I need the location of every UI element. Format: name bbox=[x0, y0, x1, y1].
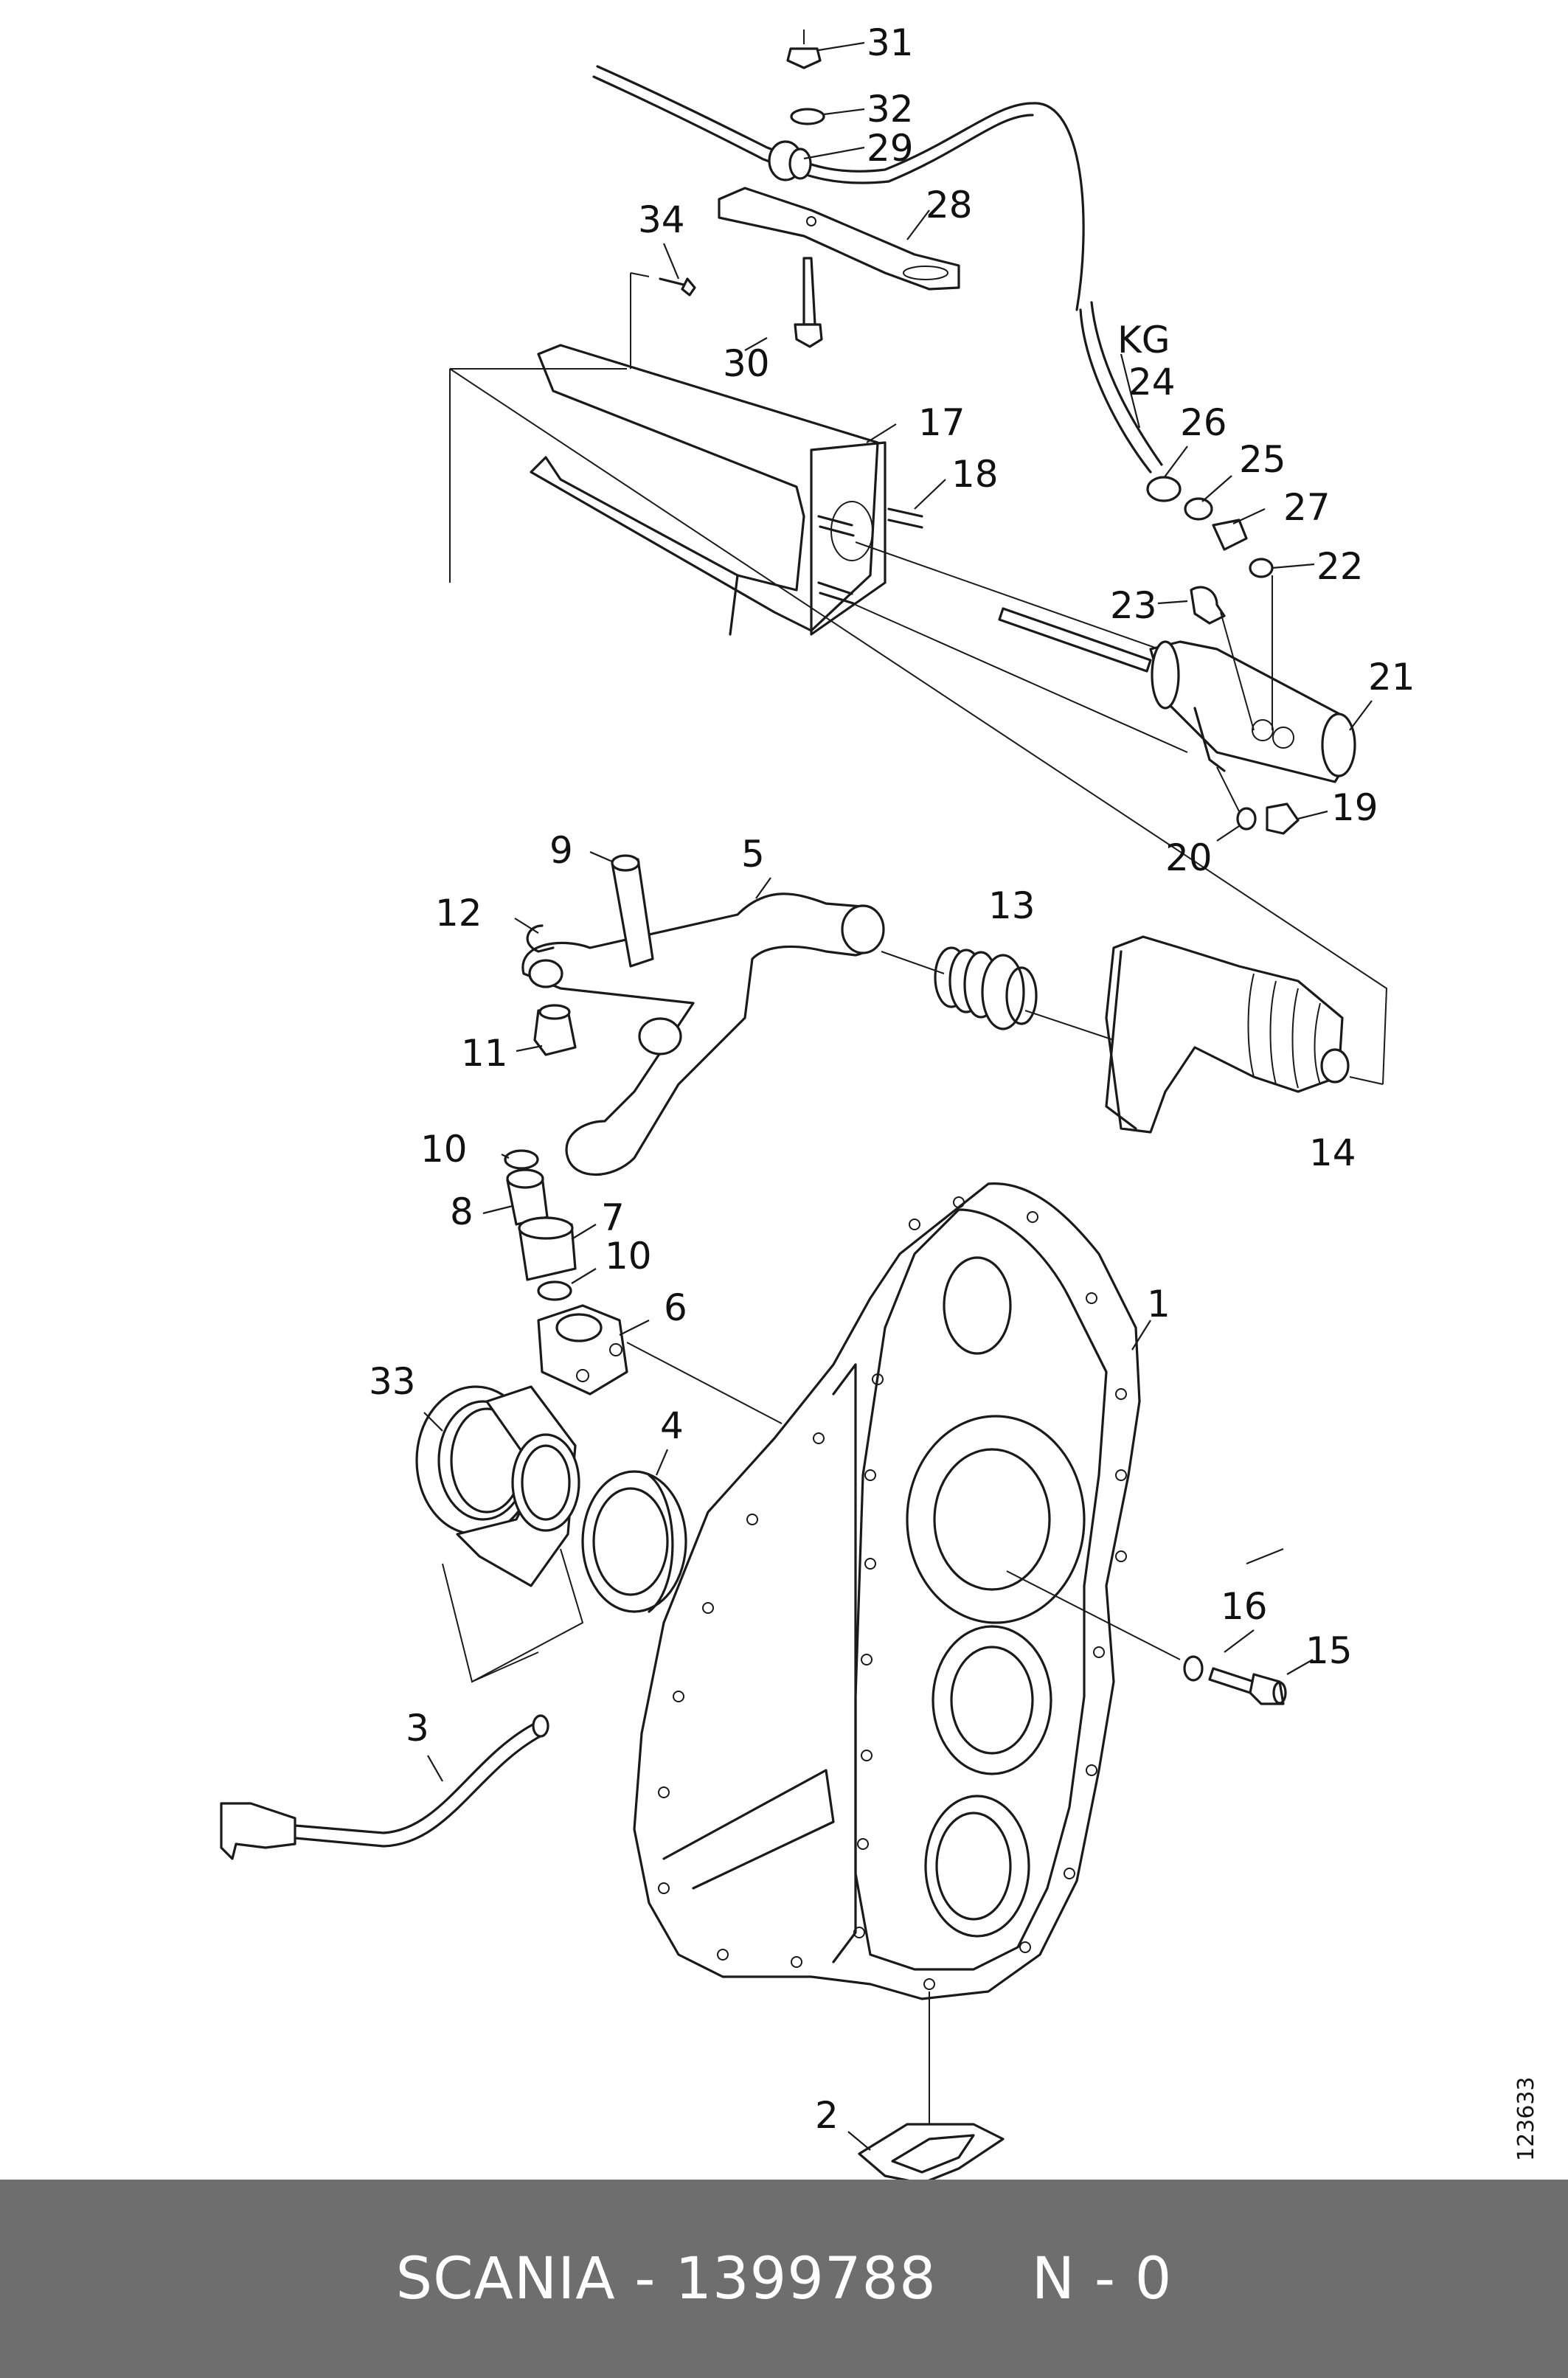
callout-7: 7 bbox=[601, 1196, 625, 1239]
fitting-25 bbox=[1184, 497, 1213, 521]
fitting-26 bbox=[1146, 476, 1182, 502]
o-ring-10-lower bbox=[537, 1280, 572, 1301]
washer-32 bbox=[790, 108, 825, 125]
callout-33: 33 bbox=[369, 1360, 416, 1403]
callout-25: 25 bbox=[1239, 438, 1286, 481]
support-6 bbox=[537, 1304, 628, 1396]
callout-27: 27 bbox=[1283, 486, 1331, 529]
callout-2: 2 bbox=[815, 2094, 839, 2137]
o-ring-10-upper bbox=[504, 1149, 539, 1170]
bracket-28 bbox=[718, 187, 960, 291]
callout-29: 29 bbox=[867, 127, 914, 170]
clip-2 bbox=[858, 2123, 1005, 2183]
callout-11: 11 bbox=[461, 1032, 508, 1075]
flywheel-housing-1 bbox=[633, 1182, 1141, 2000]
bolt-15 bbox=[1208, 1667, 1287, 1705]
callout-16: 16 bbox=[1221, 1585, 1268, 1628]
fitting-23 bbox=[1190, 586, 1226, 625]
callout-18: 18 bbox=[951, 453, 999, 496]
sleeve-7 bbox=[518, 1216, 577, 1281]
callout-14: 14 bbox=[1309, 1131, 1356, 1174]
pipe-3 bbox=[220, 1714, 549, 1860]
footer-part-number: SCANIA - 1399788 N - 0 bbox=[395, 2245, 1173, 2312]
callout-22: 22 bbox=[1317, 545, 1364, 588]
boot-14 bbox=[1105, 935, 1350, 1134]
bellows-13 bbox=[934, 946, 1038, 1030]
callout-13: 13 bbox=[988, 884, 1035, 927]
callout-12: 12 bbox=[435, 892, 482, 935]
washer-20 bbox=[1236, 807, 1257, 831]
callout-30: 30 bbox=[723, 342, 770, 385]
callout-15: 15 bbox=[1305, 1629, 1353, 1672]
callout-9: 9 bbox=[549, 829, 573, 872]
bushing-11 bbox=[533, 1004, 577, 1056]
bolt-34 bbox=[659, 277, 696, 297]
callout-19: 19 bbox=[1331, 786, 1378, 829]
bolt-30 bbox=[794, 257, 823, 348]
bush-8 bbox=[506, 1168, 549, 1226]
callout-17: 17 bbox=[918, 401, 965, 444]
washer-16 bbox=[1183, 1655, 1204, 1682]
pushrod bbox=[998, 607, 1152, 673]
nut-19 bbox=[1266, 803, 1300, 835]
nut-31 bbox=[786, 30, 822, 69]
seal-4 bbox=[581, 1470, 687, 1613]
pin-9 bbox=[611, 854, 654, 968]
callout-4: 4 bbox=[660, 1404, 684, 1447]
leader-lines bbox=[423, 41, 1373, 2151]
drawing-reference-number: 123633 bbox=[1513, 2076, 1539, 2161]
callout-3: 3 bbox=[406, 1707, 429, 1750]
callout-26: 26 bbox=[1180, 401, 1227, 444]
callout-1: 1 bbox=[1147, 1283, 1170, 1325]
circlip-12 bbox=[526, 924, 555, 953]
fitting-27 bbox=[1212, 519, 1248, 551]
cylinder-21 bbox=[1149, 640, 1356, 783]
callout-24: 24 bbox=[1128, 361, 1176, 403]
bracket-17 bbox=[530, 344, 887, 636]
stud-18 bbox=[817, 507, 923, 605]
callout-21: 21 bbox=[1368, 656, 1415, 699]
callout-10-upper: 10 bbox=[420, 1128, 468, 1171]
grommet-29 bbox=[768, 140, 812, 181]
callout-34: 34 bbox=[638, 198, 685, 241]
exploded-parts-diagram: 31 32 29 28 34 30 KG 24 17 26 25 18 27 2… bbox=[220, 21, 1415, 2183]
callout-5: 5 bbox=[741, 833, 765, 876]
fork-lever-5 bbox=[521, 892, 885, 1176]
release-bearing-33 bbox=[415, 1385, 580, 1587]
footer-bar: SCANIA - 1399788 N - 0 bbox=[0, 2180, 1568, 2378]
callout-kg: KG bbox=[1117, 319, 1170, 361]
ring-22 bbox=[1249, 558, 1274, 578]
callout-23: 23 bbox=[1110, 584, 1157, 627]
callout-28: 28 bbox=[926, 184, 973, 226]
callout-31: 31 bbox=[867, 21, 914, 64]
callout-8: 8 bbox=[450, 1190, 473, 1233]
callout-32: 32 bbox=[867, 88, 914, 131]
callout-20: 20 bbox=[1165, 836, 1213, 879]
callout-10-lower: 10 bbox=[605, 1235, 652, 1278]
cable-assembly bbox=[592, 65, 1163, 474]
callout-labels: 31 32 29 28 34 30 KG 24 17 26 25 18 27 2… bbox=[369, 21, 1415, 2137]
callout-6: 6 bbox=[664, 1286, 687, 1329]
